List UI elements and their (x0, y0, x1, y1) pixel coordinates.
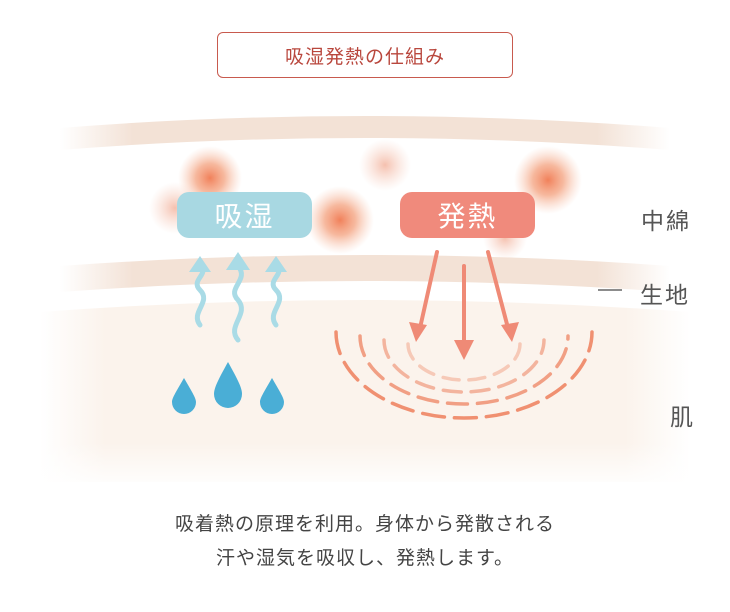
heat-wave-arc (406, 342, 522, 382)
water-drop (172, 378, 196, 414)
vapor-arrowhead (265, 256, 287, 272)
heat-arrowhead (454, 340, 474, 360)
outer-fabric-band (60, 116, 670, 150)
heat-badge: 発熱 (400, 192, 535, 238)
diagram-title: 吸湿発熱の仕組み (284, 45, 445, 68)
heat-arrowhead (501, 322, 519, 342)
heat-arrowhead (409, 322, 427, 342)
heat-wave-arc (334, 330, 594, 420)
layer-label-fabric: 生地 (640, 283, 690, 309)
heat-badge-label: 発熱 (437, 200, 498, 233)
heat-wave-arc (382, 338, 546, 394)
water-drop (260, 378, 284, 414)
title-box: 吸湿発熱の仕組み (217, 32, 513, 78)
heat-particle (306, 186, 374, 254)
vapor-arrows (194, 263, 283, 343)
absorb-badge-label: 吸湿 (214, 200, 275, 233)
absorb-badge: 吸湿 (177, 192, 312, 238)
layer-label-skin: 肌 (670, 405, 695, 431)
heat-arrow (486, 250, 510, 330)
caption-line-1: 吸着熱の原理を利用。身体から発散される (174, 513, 555, 535)
vapor-arrow (194, 263, 207, 328)
vapor-arrowhead (226, 252, 250, 270)
caption-line-2: 汗や湿気を吸収し、発熱します。 (215, 547, 515, 569)
layer-label-batting: 中綿 (641, 209, 691, 235)
heat-particle (359, 139, 411, 191)
heat-arrow (418, 250, 439, 330)
heat-wave-arc (358, 334, 570, 406)
vapor-arrowhead (189, 256, 211, 272)
heat-waves (334, 330, 594, 420)
fabric-band (60, 255, 670, 292)
vapor-arrow (232, 263, 244, 343)
vapor-arrow (270, 263, 283, 328)
water-drop (214, 362, 242, 408)
